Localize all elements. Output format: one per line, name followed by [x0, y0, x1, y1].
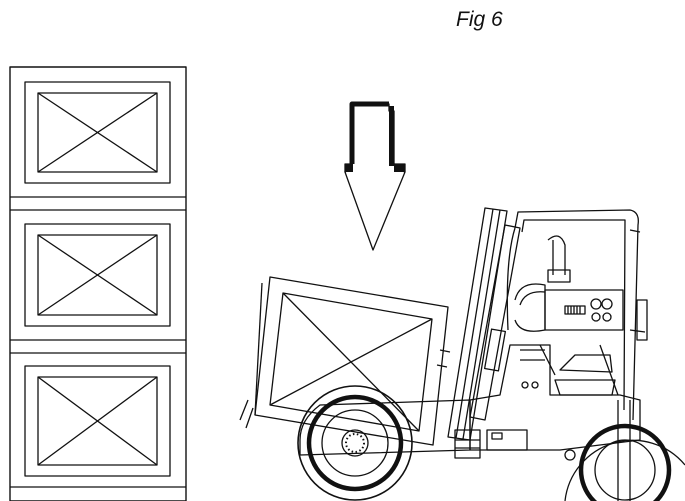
operator-seat: [539, 344, 619, 396]
crate-middle: [24, 223, 171, 327]
down-arrow-icon: [344, 101, 406, 251]
forklift: [297, 207, 685, 501]
front-wheel: [297, 385, 413, 501]
figure-label: Fig 6: [456, 8, 503, 31]
tilted-load: [239, 276, 449, 446]
crate-top: [24, 81, 171, 184]
crate-bottom: [24, 365, 171, 477]
forklift-chassis: [299, 344, 641, 459]
control-panel: [514, 283, 624, 332]
crate-stack: [9, 66, 187, 501]
rear-wheel: [564, 400, 685, 501]
forklift-cab: [506, 209, 648, 421]
